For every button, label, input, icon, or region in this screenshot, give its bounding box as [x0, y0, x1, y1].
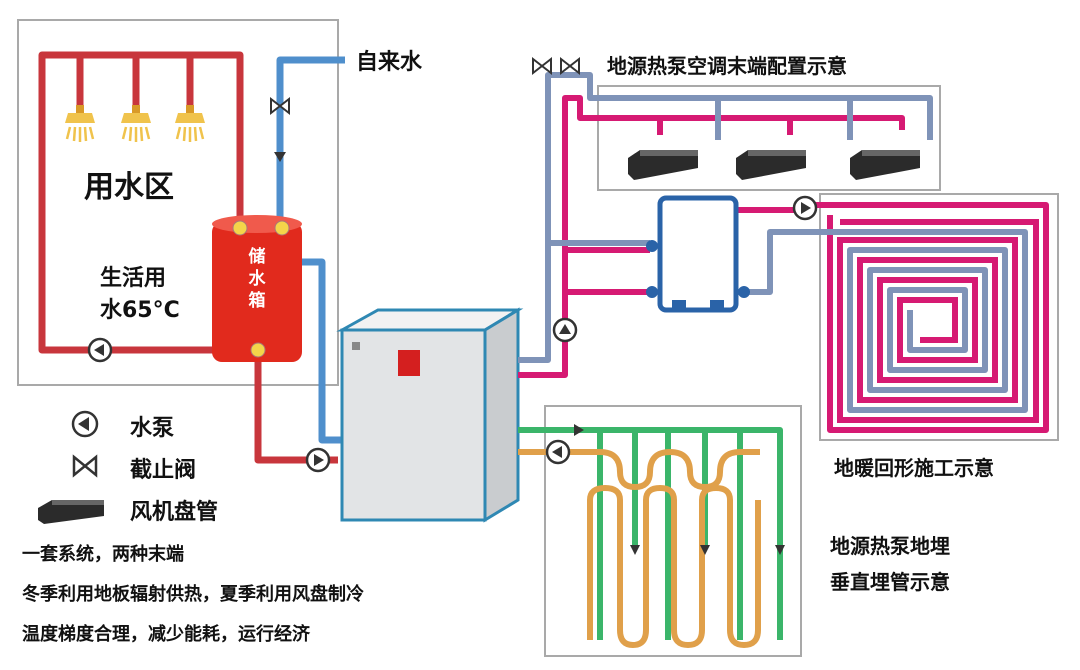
fan-coil-units [628, 150, 920, 180]
shower-head-icon [121, 105, 151, 142]
tap-water-label: 自来水 [356, 50, 423, 75]
vertical-pipe-label-line2: 垂直埋管示意 [830, 570, 950, 594]
valve-icon [270, 96, 290, 116]
legend-icons [38, 410, 104, 524]
flow-arrow-icon [775, 545, 785, 555]
hvac-terminal-frame [597, 85, 941, 191]
legend-valve-label: 截止阀 [130, 458, 197, 483]
pump-icon [545, 439, 571, 465]
fan-coil-icon [38, 500, 104, 524]
pump-icon [792, 195, 818, 221]
pump-icon [71, 410, 99, 438]
valve-icon [72, 454, 98, 478]
floor-heating-coil [837, 219, 1039, 423]
valve-icon [560, 56, 580, 76]
pump-icon [552, 317, 578, 343]
pump-icon [87, 337, 113, 363]
legend-pump-label: 水泵 [130, 416, 175, 441]
fan-coil-icon [628, 150, 698, 180]
note-line-2: 冬季利用地板辐射供热，夏季利用风盘制冷 [22, 584, 364, 605]
pump-icon [305, 447, 331, 473]
tap-water-line [276, 56, 345, 444]
flow-arrow-icon [630, 545, 640, 555]
water-zone-frame [17, 19, 339, 386]
water-zone-label: 用水区 [84, 170, 174, 205]
pumps [87, 195, 818, 473]
heat-pump-unit [336, 307, 524, 523]
flow-arrows [574, 424, 785, 555]
valve-icon [532, 56, 552, 76]
ground-loop-pipes [518, 427, 783, 648]
vertical-pipe-label-line1: 地源热泵地埋 [830, 534, 950, 558]
domestic-water-label-line1: 生活用 [100, 266, 167, 291]
shower-head-icon [65, 105, 95, 142]
floor-heating-frame [819, 193, 1059, 441]
ground-loop-frame [544, 405, 802, 657]
heat-exchanger [646, 195, 750, 313]
fan-coil-icon [850, 150, 920, 180]
hvac-terminal-label: 地源热泵空调末端配置示意 [607, 54, 847, 78]
domestic-water-label-line2: 水65°C [100, 298, 180, 323]
note-line-3: 温度梯度合理，减少能耗，运行经济 [22, 624, 310, 645]
flow-arrow-icon [274, 152, 286, 162]
fan-coil-icon [736, 150, 806, 180]
floor-heating-label: 地暖回形施工示意 [834, 456, 994, 480]
note-line-1: 一套系统，两种末端 [22, 544, 184, 565]
shower-heads [65, 105, 205, 142]
flow-arrow-icon [574, 424, 584, 436]
flow-arrow-icon [700, 545, 710, 555]
shower-head-icon [175, 105, 205, 142]
legend-fan-coil-label: 风机盘管 [130, 500, 219, 525]
tank-label: 储水箱 [248, 247, 266, 311]
storage-tank [212, 215, 302, 362]
